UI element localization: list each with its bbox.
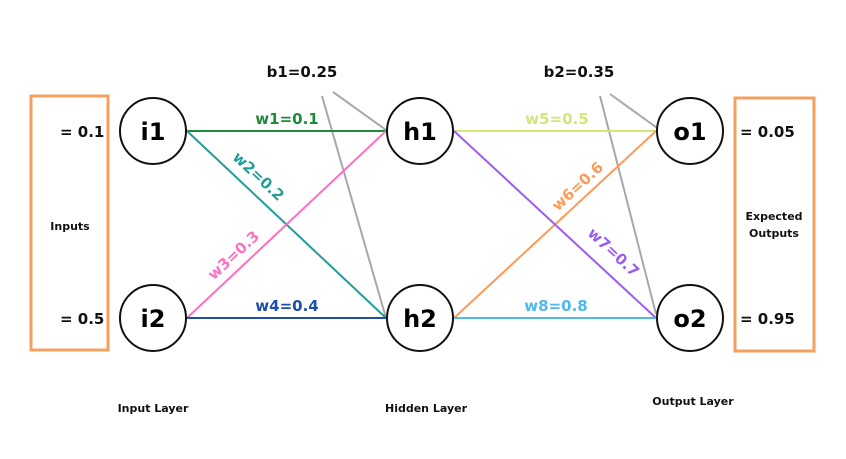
node-o2 [656, 284, 724, 352]
node-o1-label: o1 [673, 118, 706, 146]
outputs-box-label-line1: Expected [745, 210, 802, 223]
node-h1 [386, 97, 454, 165]
inputs-box [29, 94, 110, 352]
node-h1-label: h1 [403, 118, 437, 146]
output-o2-value: = 0.95 [740, 310, 795, 328]
node-h2 [386, 284, 454, 352]
w7-label: w7=0.7 [584, 224, 643, 280]
bias-b1-label: b1=0.25 [267, 63, 338, 81]
node-i2 [119, 284, 187, 352]
node-i1 [119, 97, 187, 165]
expected-outputs-box [733, 96, 816, 353]
w5-label: w5=0.5 [525, 110, 588, 128]
w3-line [186, 130, 387, 319]
node-i2-label: i2 [141, 305, 166, 333]
output-layer-label: Output Layer [652, 395, 734, 408]
output-o1-value: = 0.05 [740, 123, 795, 141]
bias2-line-o1 [609, 93, 661, 131]
input-layer-label: Input Layer [118, 402, 189, 415]
w4-label: w4=0.4 [255, 297, 318, 315]
node-o2-label: o2 [673, 305, 706, 333]
input-i1-value: = 0.1 [60, 123, 104, 141]
w7-line [453, 130, 657, 319]
node-o1 [656, 97, 724, 165]
node-i1-label: i1 [141, 118, 166, 146]
outputs-box-label-line2: Outputs [749, 227, 799, 240]
bias2-line-o2 [599, 95, 657, 315]
bias-b2-label: b2=0.35 [544, 63, 615, 81]
w2-label: w2=0.2 [229, 148, 288, 204]
inputs-box-label: Inputs [50, 220, 90, 233]
bias1-line-h2 [321, 95, 387, 319]
w6-label: w6=0.6 [548, 158, 607, 214]
w1-label: w1=0.1 [255, 110, 318, 128]
input-i2-value: = 0.5 [60, 310, 104, 328]
bias1-line-h1 [332, 91, 387, 131]
hidden-layer-label: Hidden Layer [385, 402, 468, 415]
node-h2-label: h2 [403, 305, 437, 333]
w8-label: w8=0.8 [524, 297, 587, 315]
